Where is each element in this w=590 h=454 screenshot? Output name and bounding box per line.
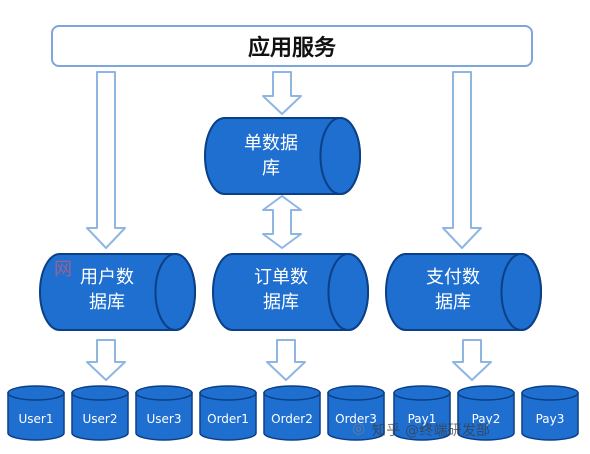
app-service-title: 应用服务 [247,36,336,61]
shard-order1-top [199,385,257,401]
user-database-end [154,253,197,331]
shard-order2-body [263,392,321,441]
shard-order1-label: Order1 [207,412,249,426]
shard-pay1-label: Pay1 [407,412,437,426]
arrow-single-to-order-db [262,195,302,249]
arrow-user-db-to-shards [86,339,126,381]
shard-pay2-body [457,392,515,441]
app-service-box [51,25,533,67]
payment-db-line1: 支付数 [426,267,480,288]
single-database-end [319,117,361,195]
single-db-line2: 库 [262,158,280,179]
user-db-line1: 用户数 [80,267,134,288]
shard-order2-label: Order2 [271,412,313,426]
payment-database-end [500,253,542,331]
shard-user3-top [135,385,193,401]
watermark-right: 知乎 @终端研发部 [372,423,491,439]
order-db-line2: 据库 [263,292,299,313]
shard-order2-top [263,385,321,401]
arrow-layer [86,71,492,381]
payment-db-line2: 据库 [435,292,471,313]
shard-user3-label: User3 [146,412,182,426]
shard-pay2-top [457,385,515,401]
arrow-app-to-user-db [86,71,126,249]
shard-user1-top [7,385,65,401]
watermark-mark-icon: ◎ [352,419,366,437]
shard-user2-label: User2 [82,412,118,426]
order-db-line1: 订单数 [254,267,308,288]
arrow-app-to-single-db [262,71,302,115]
shard-user2-top [71,385,129,401]
arrow-payment-db-to-shards [452,339,492,381]
shard-user2-body [71,392,129,441]
shard-user3-body [135,392,193,441]
shard-order3-body [327,392,385,441]
shard-order3-top [327,385,385,401]
order-database-end [327,253,369,331]
shard-pay3-body [521,392,579,441]
arrow-app-to-payment-db [442,71,482,249]
shard-user1-body [7,392,65,441]
shard-pay1-top [393,385,451,401]
user-db-line2: 据库 [89,292,125,313]
shard-pay3-top [521,385,579,401]
shard-pay1-body [393,392,451,441]
arrow-order-db-to-shards [266,339,306,381]
cylinder-layer [7,117,579,441]
single-db-line1: 单数据 [244,133,298,154]
shard-user1-label: User1 [18,412,54,426]
shard-pay3-label: Pay3 [535,412,565,426]
watermark-left: 网 [54,259,72,280]
shard-order1-body [199,392,257,441]
shard-order3-label: Order3 [335,412,377,426]
shard-pay2-label: Pay2 [471,412,501,426]
